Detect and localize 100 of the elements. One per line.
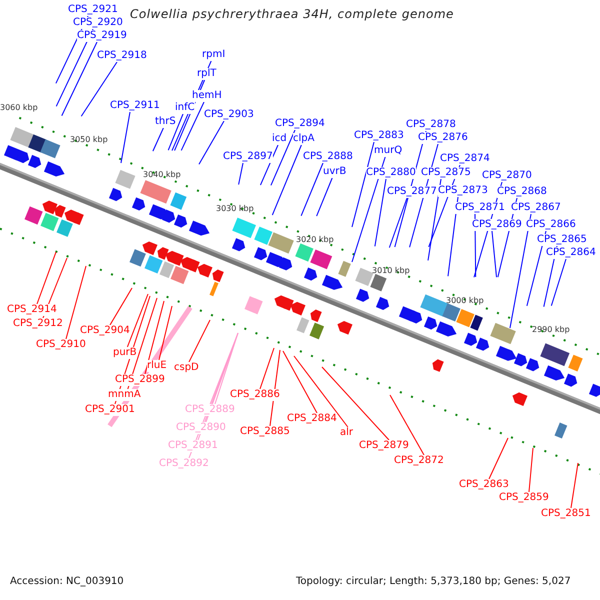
scale-label: 3020 kbp: [296, 235, 334, 245]
scale-label: 3000 kbp: [446, 296, 484, 306]
gene-label: icd: [272, 133, 287, 145]
leader-line: [110, 288, 132, 326]
leader-line: [550, 258, 566, 306]
gene-label: CPS_2875: [421, 167, 471, 179]
gene-label: thrS: [155, 116, 176, 128]
leader-line: [270, 130, 296, 186]
leader-line: [36, 252, 56, 304]
leader-line: [120, 112, 130, 164]
gene-label: CPS_2883: [354, 130, 404, 142]
gene-label: CPS_2919: [77, 30, 127, 42]
gene-label: CPS_2918: [97, 50, 147, 62]
gene-label: CPS_2878: [406, 119, 456, 131]
gene-label: mnmA: [108, 389, 141, 401]
leader-line: [428, 178, 442, 261]
leader-line: [272, 144, 302, 216]
leader-line: [158, 306, 172, 360]
gene-label: CPS_2912: [13, 318, 63, 330]
leader-line: [144, 300, 164, 374]
leader-line: [168, 114, 184, 151]
gene-label: CPS_2870: [482, 170, 532, 182]
gene-label: CPS_2904: [80, 325, 130, 337]
leader-line: [510, 214, 532, 328]
gene-label: CPS_2886: [230, 389, 280, 401]
leader-line: [180, 102, 204, 151]
gene-label: rplT: [197, 68, 216, 80]
diagram-title: Colwellia psychrerythraea 34H, complete genome: [130, 8, 454, 20]
gene-label: CPS_2897: [223, 151, 273, 163]
scale-label: 3040 kbp: [143, 170, 181, 180]
gene-label: CPS_2910: [36, 339, 86, 351]
gene-label: CPS_2885: [240, 426, 290, 438]
leader-line: [214, 332, 238, 404]
leader-line: [528, 448, 534, 492]
gene-label: CPS_2899: [115, 374, 165, 386]
gene-label: CPS_2880: [366, 167, 416, 179]
gene-label: CPS_2871: [455, 202, 505, 214]
gene-label: CPS_2866: [526, 219, 576, 231]
scale-label: 3030 kbp: [216, 204, 254, 214]
gene-label: cspD: [174, 362, 199, 374]
scale-label: 2990 kbp: [532, 325, 570, 335]
gene-label: CPS_2903: [204, 109, 254, 121]
leader-line: [127, 298, 158, 390]
gene-label: CPS_2921: [68, 4, 118, 16]
gene-label: CPS_2874: [440, 153, 490, 165]
gene-label: CPS_2864: [546, 247, 596, 259]
leader-line: [352, 156, 386, 262]
gene-label: CPS_2867: [511, 202, 561, 214]
gene-label: CPS_2863: [459, 479, 509, 491]
leader-line: [188, 320, 210, 362]
gene-label: CPS_2879: [359, 440, 409, 452]
leader-line: [206, 332, 238, 422]
leader-line: [570, 462, 578, 508]
gene-label: CPS_2851: [541, 508, 591, 520]
leader-line: [492, 230, 498, 278]
gene-label: hemH: [192, 90, 222, 102]
leader-line: [488, 438, 508, 480]
leader-line: [388, 198, 408, 248]
gene-label: CPS_2865: [537, 234, 587, 246]
gene-label: CPS_2888: [303, 151, 353, 163]
gene-label: infC: [175, 102, 195, 114]
leader-line: [238, 162, 244, 186]
leader-line: [294, 356, 348, 428]
scale-label: 3010 kbp: [372, 266, 410, 276]
gene-label: CPS_2877: [387, 186, 437, 198]
gene-label: purB: [113, 347, 137, 359]
gene-label: CPS_2901: [85, 404, 135, 416]
gene-label: CPS_2894: [275, 118, 325, 130]
leader-line: [66, 266, 86, 340]
footer-text: Topology: circular; Length: 5,373,180 bp; Genes: 5,027: [296, 576, 571, 588]
leader-line: [322, 366, 390, 440]
leader-line: [282, 350, 318, 414]
gene-label: CPS_2892: [159, 458, 209, 470]
scale-label: 3050 kbp: [70, 135, 108, 145]
gene-label: clpA: [293, 133, 314, 145]
gene-label: murQ: [374, 145, 402, 157]
gene-label: CPS_2911: [110, 100, 160, 112]
gene-label: CPS_2876: [418, 132, 468, 144]
gene-label: CPS_2873: [438, 185, 488, 197]
leader-line: [300, 162, 324, 216]
gene-label: CPS_2920: [73, 17, 123, 29]
leader-line: [61, 42, 98, 116]
leader-line: [126, 294, 148, 348]
gene-label: rpmI: [202, 49, 226, 61]
gene-label: rluE: [147, 360, 167, 372]
leader-line: [260, 348, 274, 390]
leader-line: [80, 62, 118, 117]
leader-line: [352, 142, 374, 228]
leader-line: [198, 120, 224, 165]
scale-label: 3060 kbp: [0, 103, 38, 113]
gene-label: CPS_2890: [176, 422, 226, 434]
footer-text: Accession: NC_003910: [10, 576, 124, 588]
gene-label: CPS_2859: [499, 492, 549, 504]
leader-line: [260, 144, 278, 186]
gene-label: uvrB: [323, 166, 346, 178]
gene-label: CPS_2869: [472, 219, 522, 231]
gene-label: CPS_2889: [185, 404, 235, 416]
gene-label: CPS_2872: [394, 455, 444, 467]
gene-label: CPS_2891: [168, 440, 218, 452]
leader-line: [152, 128, 164, 152]
